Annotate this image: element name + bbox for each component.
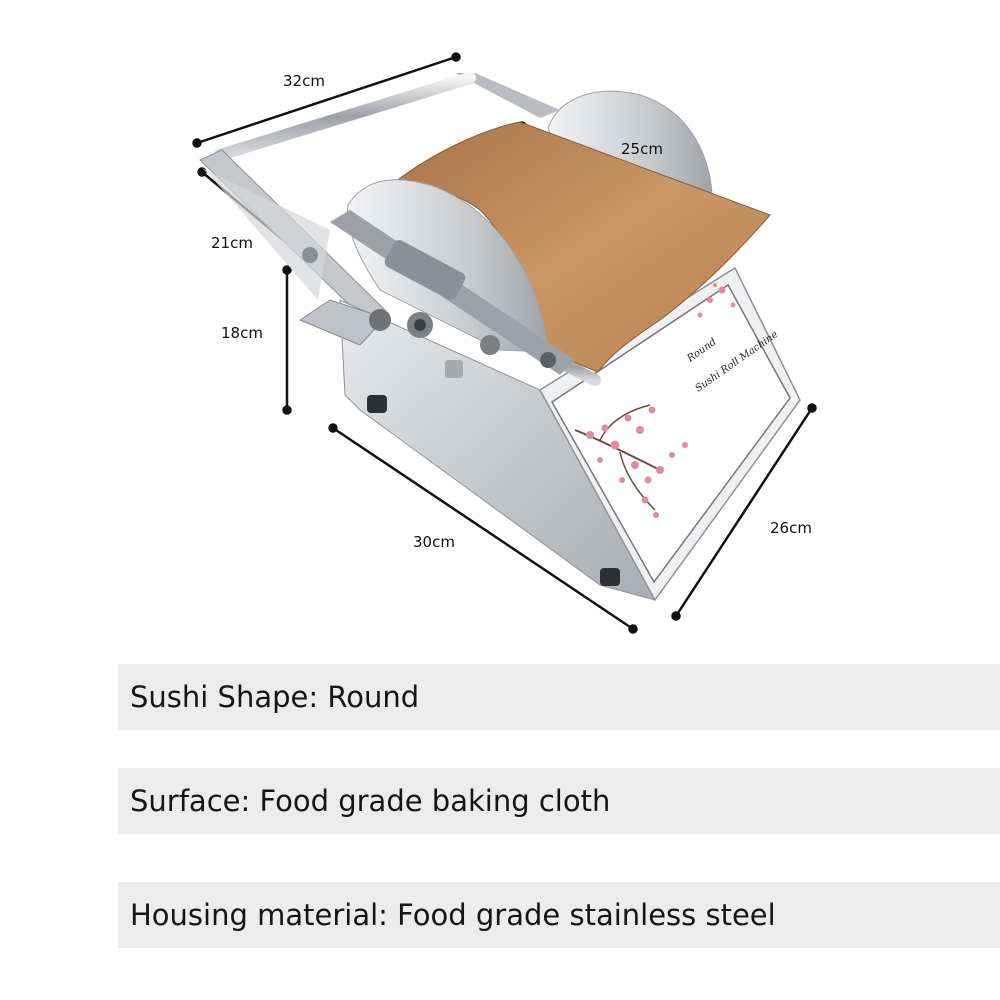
spec-bar-shape: Sushi Shape: Round (118, 664, 1000, 730)
sushi-roll-machine-illustration: Round Sushi Roll Machine 32cm 25cm 21cm … (192, 52, 817, 634)
dim-height: 18cm (221, 324, 263, 342)
linkage-mechanism (298, 210, 575, 378)
spec-surface-text: Surface: Food grade baking cloth (130, 784, 611, 818)
spec-shape-text: Sushi Shape: Round (130, 680, 420, 714)
baking-cloth-surface (393, 121, 771, 373)
dim-base-depth: 26cm (770, 519, 812, 537)
dim-side-depth: 21cm (211, 234, 253, 252)
dim-base-length: 30cm (413, 533, 455, 551)
label-panel: Round Sushi Roll Machine (551, 283, 791, 584)
spec-bar-surface: Surface: Food grade baking cloth (118, 768, 1000, 834)
spec-housing-text: Housing material: Food grade stainless s… (130, 898, 776, 932)
cherry-blossom-art (574, 283, 736, 518)
dim-cloth-width: 25cm (621, 140, 663, 158)
dim-top-width: 32cm (283, 72, 325, 90)
handle-frame (199, 72, 560, 326)
spec-bar-housing: Housing material: Food grade stainless s… (118, 882, 1000, 948)
